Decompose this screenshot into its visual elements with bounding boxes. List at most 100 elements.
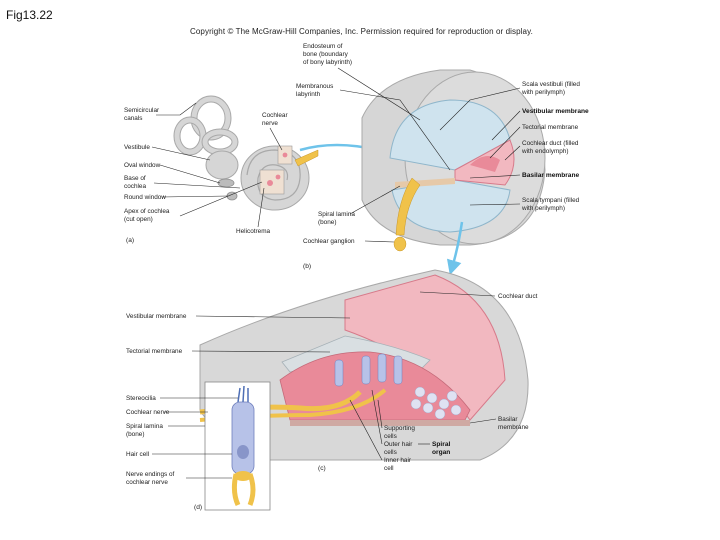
label-outer-hair-cells-text: Outer hair (384, 441, 413, 448)
label-semicircular-canals-text: Semicircular (124, 107, 160, 114)
label-endosteum-text: of bony labyrinth) (303, 59, 352, 66)
label-scala-tympani-leader-line (469, 203, 521, 206)
label-nerve-endings-text: Nerve endings of (126, 471, 175, 478)
label-scala-vestibuli-leader-line (439, 87, 521, 131)
label-outer-hair-cells-leader-line (371, 389, 383, 445)
label-inner-hair-cell-text: cell (384, 465, 394, 472)
label-tectorial-membrane-c: Tectorial membrane (126, 348, 331, 355)
label-tectorial-membrane-c-leader-line (191, 350, 331, 353)
cochlea-cross-section-illustration (361, 69, 546, 252)
label-apex-of-cochlea: Apex of cochlea(cut open) (124, 181, 263, 223)
label-oval-window: Oval window (124, 162, 221, 184)
label-basilar-membrane-c-leader-line (469, 418, 497, 424)
label-vestibule-text: Vestibule (124, 144, 150, 151)
label-vestibule-leader-line (151, 146, 211, 161)
label-nerve-endings-text: cochlear nerve (126, 479, 168, 486)
panel-letters: (a) (b) (c) (d) (126, 237, 326, 511)
label-base-of-cochlea-text: Base of (124, 175, 146, 182)
label-vestibule: Vestibule (124, 144, 211, 161)
label-cochlear-nerve-c: Cochlear nerve (126, 409, 208, 416)
label-basilar-membrane-b-text: Basilar membrane (522, 172, 580, 179)
label-basilar-membrane-c-text: membrane (498, 424, 529, 431)
label-basilar-membrane-b-leader-line (469, 174, 521, 179)
label-scala-tympani-text: Scala tympani (filled (522, 197, 580, 204)
label-spiral-organ-text: Spiral (432, 441, 450, 448)
zoom-arrow-b-to-c (446, 221, 464, 276)
label-cochlear-ganglion: Cochlear ganglion (303, 238, 395, 245)
label-spiral-lamina-c: Spiral lamina(bone) (126, 423, 205, 438)
label-endosteum-text: bone (boundary (303, 51, 349, 58)
label-cochlear-ganglion-leader-line (364, 240, 395, 243)
label-stereocilia: Stereocilia (126, 395, 238, 402)
label-inner-hair-cell-text: Inner hair (384, 457, 412, 464)
panel-letter-a: (a) (126, 237, 134, 244)
label-cochlear-nerve-a-text: nerve (262, 120, 278, 127)
label-endosteum-text: Endosteum of (303, 43, 343, 50)
label-outer-hair-cells-text: cells (384, 449, 397, 456)
label-apex-of-cochlea-leader-line (179, 181, 263, 217)
label-hair-cell-text: Hair cell (126, 451, 149, 458)
label-helicotrema: Helicotrema (236, 187, 271, 235)
label-spiral-lamina-c-text: (bone) (126, 431, 144, 438)
label-basilar-membrane-c-text: Basilar (498, 416, 518, 423)
label-cochlear-duct-b-leader-line (504, 145, 521, 161)
figure-title: Fig13.22 (6, 8, 53, 22)
panel-letter-b: (b) (303, 263, 311, 270)
label-cochlear-duct-b-text: Cochlear duct (filled (522, 140, 579, 147)
label-inner-hair-cell-leader-line (349, 399, 383, 461)
label-helicotrema-text: Helicotrema (236, 228, 271, 235)
label-supporting-cells-text: Supporting (384, 425, 415, 432)
label-spiral-organ-text: organ (432, 449, 450, 456)
label-scala-vestibuli-text: with perilymph) (521, 89, 565, 96)
label-membranous-labyrinth-text: labyrinth (296, 91, 321, 98)
label-apex-of-cochlea-text: (cut open) (124, 216, 153, 223)
label-vestibular-membrane-c-text: Vestibular membrane (126, 313, 187, 320)
copyright-notice: Copyright © The McGraw-Hill Companies, I… (190, 27, 533, 36)
hair-cell-illustration (204, 381, 271, 511)
panel-letter-d: (d) (194, 504, 202, 511)
label-endosteum-leader-line (337, 67, 421, 121)
label-round-window-leader-line (161, 195, 229, 198)
label-supporting-cells-leader-line (377, 399, 383, 429)
label-cochlear-nerve-a-text: Cochlear (262, 112, 288, 119)
label-tectorial-membrane-b: Tectorial membrane (489, 124, 579, 159)
label-cochlear-nerve-c-text: Cochlear nerve (126, 409, 170, 416)
label-vestibular-membrane-c: Vestibular membrane (126, 313, 351, 320)
label-basilar-membrane-b: Basilar membrane (469, 172, 580, 179)
spiral-organ-illustration (199, 269, 529, 461)
label-base-of-cochlea-leader-line (153, 182, 241, 189)
label-supporting-cells-text: cells (384, 433, 397, 440)
label-vestibular-membrane-text: Vestibular membrane (522, 108, 589, 115)
label-spiral-lamina-c-text: Spiral lamina (126, 423, 163, 430)
label-round-window-text: Round window (124, 194, 166, 201)
bony-labyrinth-illustration (173, 95, 319, 211)
label-spiral-lamina-b-text: (bone) (318, 219, 336, 226)
label-base-of-cochlea-text: cochlea (124, 183, 146, 190)
label-spiral-lamina-b: Spiral lamina(bone) (318, 185, 401, 226)
label-spiral-lamina-b-text: Spiral lamina (318, 211, 355, 218)
label-cochlear-nerve-a-leader-line (269, 127, 283, 151)
label-scala-tympani-text: with perilymph) (521, 205, 565, 212)
label-hair-cell: Hair cell (126, 451, 232, 458)
panel-letter-c: (c) (318, 465, 326, 472)
label-vestibular-membrane-leader-line (491, 110, 521, 141)
label-round-window: Round window (124, 194, 229, 201)
label-oval-window-leader-line (159, 164, 221, 184)
label-tectorial-membrane-b-leader-line (489, 126, 521, 159)
label-semicircular-canals-text: canals (124, 115, 142, 122)
